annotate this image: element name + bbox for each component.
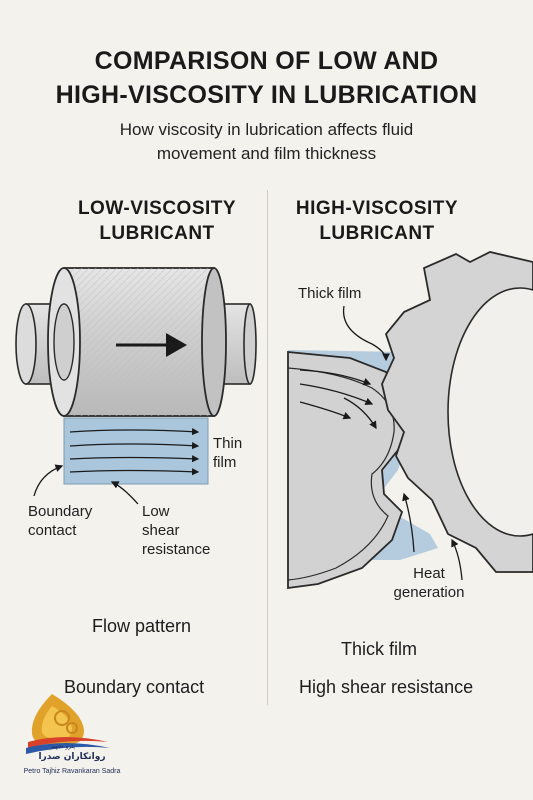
low-shear-line-1: Low <box>142 502 210 521</box>
heat-generation-label: Heat generation <box>384 564 474 602</box>
heat-line-1: Heat <box>384 564 474 583</box>
thick-film-label: Thick film <box>298 284 361 303</box>
low-shear-label: Low shear resistance <box>142 502 210 559</box>
thin-film-label: Thin film <box>213 434 242 472</box>
boundary-line-2: contact <box>28 521 92 540</box>
high-shear-caption: High shear resistance <box>299 676 473 698</box>
thin-film-region <box>64 418 208 484</box>
low-shear-line-3: resistance <box>142 540 210 559</box>
boundary-pointer <box>34 466 62 496</box>
boundary-contact-label: Boundary contact <box>28 502 92 540</box>
low-viscosity-roller <box>16 268 256 416</box>
low-shear-pointer <box>112 482 138 504</box>
thick-film-caption: Thick film <box>341 638 417 660</box>
boundary-contact-caption: Boundary contact <box>64 676 204 698</box>
thin-film-line-1: Thin <box>213 434 242 453</box>
thin-film-line-2: film <box>213 453 242 472</box>
logo-persian-name: روانکاران صدرا <box>22 752 122 762</box>
logo-top-text: پترو تجهیز <box>50 743 75 750</box>
heat-line-2: generation <box>384 583 474 602</box>
logo-english-name: Petro Tajhiz Ravankaran Sadra <box>8 768 136 775</box>
boundary-line-1: Boundary <box>28 502 92 521</box>
flow-pattern-caption: Flow pattern <box>92 615 191 637</box>
low-shear-line-2: shear <box>142 521 210 540</box>
